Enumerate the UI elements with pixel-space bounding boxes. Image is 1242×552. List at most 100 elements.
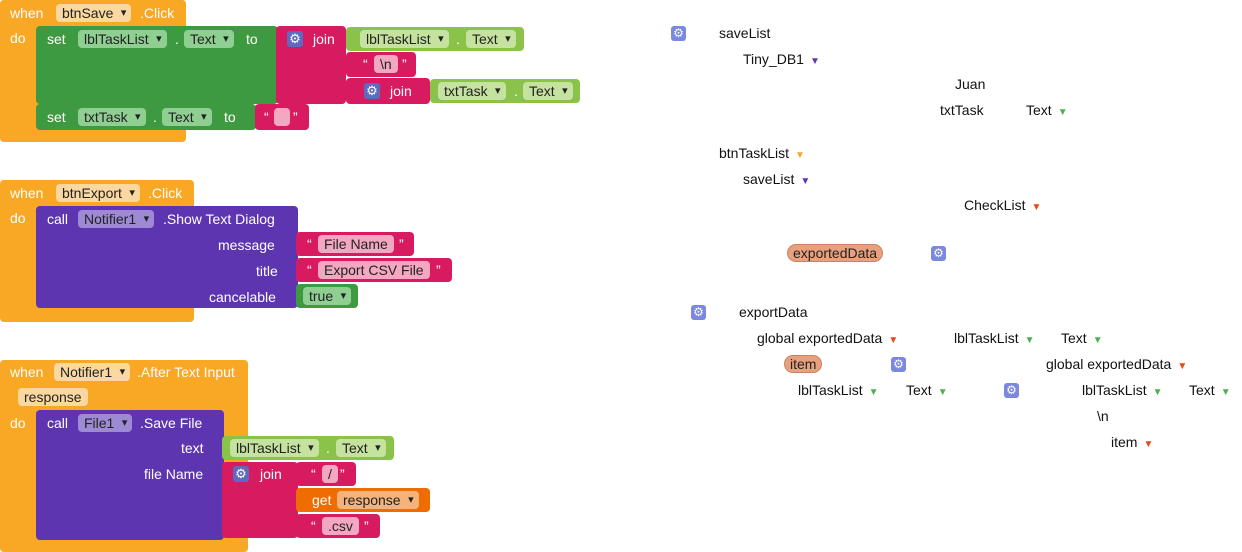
savelist-call-label: saveList▼ <box>743 171 811 187</box>
method-name: .Show Text Dialog <box>163 211 275 227</box>
dropdown-arrow-icon: ▼ <box>1143 439 1154 450</box>
property-dropdown-text-txttask[interactable]: Text <box>523 82 573 100</box>
parameter-response[interactable]: response <box>18 388 88 406</box>
global-exporteddata-label: global exportedData▼ <box>1046 356 1188 372</box>
close-quote: ” <box>402 56 407 72</box>
dropdown-arrow-icon: ▼ <box>1092 335 1103 346</box>
text-value-newline[interactable]: \n <box>374 55 398 73</box>
dropdown-arrow-icon: ▼ <box>1220 387 1231 398</box>
do-keyword: do <box>10 30 26 46</box>
dropdown-arrow-icon: ▼ <box>868 387 879 398</box>
join-keyword: join <box>390 83 412 99</box>
procedure-name-savelist: saveList <box>719 25 771 41</box>
close-quote: ” <box>364 518 369 534</box>
variable-dropdown-response[interactable]: response <box>337 491 419 509</box>
text-label: text <box>181 440 204 456</box>
property-dropdown-text-savefile[interactable]: Text <box>336 439 386 457</box>
dropdown-arrow-icon: ▼ <box>1024 335 1035 346</box>
dropdown-arrow-icon: ▼ <box>1152 387 1163 398</box>
dot: . <box>153 109 157 125</box>
text-value-exportcsv[interactable]: Export CSV File <box>318 261 430 279</box>
tinydb-label: Tiny_DB1▼ <box>743 51 820 67</box>
gear-icon[interactable]: ⚙ <box>931 246 946 261</box>
dropdown-arrow-icon: ▼ <box>1177 361 1188 372</box>
gear-icon[interactable]: ⚙ <box>891 357 906 372</box>
dot: . <box>514 83 518 99</box>
text-value-empty[interactable] <box>274 108 290 126</box>
btntasklist-label: btnTaskList▼ <box>719 145 805 161</box>
set-keyword: set <box>47 31 66 47</box>
lbltasklist-label: lblTaskList▼ <box>1082 382 1163 398</box>
join-keyword: join <box>260 466 282 482</box>
component-dropdown-file1[interactable]: File1 <box>78 414 133 432</box>
item-label: item▼ <box>1111 434 1154 450</box>
variable-pill-exporteddata[interactable]: exportedData <box>787 244 884 262</box>
text-value-filename[interactable]: File Name <box>318 235 394 253</box>
close-quote: ” <box>436 262 441 278</box>
open-quote: “ <box>307 262 312 278</box>
cancelable-label: cancelable <box>209 289 276 305</box>
to-keyword: to <box>246 31 258 47</box>
close-quote: ” <box>293 109 298 125</box>
join-keyword: join <box>313 31 335 47</box>
property-dropdown-text[interactable]: Text <box>184 30 234 48</box>
dropdown-arrow-icon: ▼ <box>1031 202 1042 213</box>
set-keyword: set <box>47 109 66 125</box>
text-prop-label: Text▼ <box>1026 102 1068 118</box>
join-block-inner[interactable] <box>346 78 430 104</box>
when-keyword: when <box>10 5 44 21</box>
gear-icon[interactable]: ⚙ <box>691 305 706 320</box>
component-dropdown-notifier1-event[interactable]: Notifier1 <box>54 363 131 381</box>
property-dropdown-text-get[interactable]: Text <box>466 30 516 48</box>
text-juan: Juan <box>955 76 986 92</box>
text-prop-label: Text▼ <box>1061 330 1103 346</box>
gear-icon[interactable]: ⚙ <box>364 83 380 99</box>
lbltasklist-label: lblTaskList▼ <box>954 330 1035 346</box>
component-dropdown-lbltasklist[interactable]: lblTaskList <box>78 30 167 48</box>
call-block-file-savefile[interactable] <box>36 410 224 540</box>
event-name: .Click <box>140 5 175 21</box>
dropdown-arrow-icon: ▼ <box>809 56 820 67</box>
text-value-slash[interactable]: / <box>322 465 338 483</box>
boolean-dropdown-true[interactable]: true <box>303 287 352 305</box>
method-name: .Save File <box>140 415 203 431</box>
gear-icon[interactable]: ⚙ <box>233 466 249 482</box>
dropdown-arrow-icon: ▼ <box>795 150 805 161</box>
component-dropdown-lbltasklist-savefile[interactable]: lblTaskList <box>230 439 319 457</box>
component-dropdown-notifier1[interactable]: Notifier1 <box>78 210 155 228</box>
call-keyword: call <box>47 415 69 431</box>
dropdown-arrow-icon: ▼ <box>888 335 899 346</box>
to-keyword: to <box>224 109 236 125</box>
component-dropdown-txttask[interactable]: txtTask <box>438 82 506 100</box>
text-newline-label: \n <box>1097 408 1109 424</box>
do-keyword: do <box>10 210 26 226</box>
component-dropdown-lbltasklist-get[interactable]: lblTaskList <box>360 30 449 48</box>
global-exporteddata-label: global exportedData▼ <box>757 330 899 346</box>
text-prop-label: Text▼ <box>1189 382 1231 398</box>
call-keyword: call <box>47 211 69 227</box>
property-dropdown-text-set[interactable]: Text <box>162 108 212 126</box>
variable-pill-item[interactable]: item <box>784 355 823 373</box>
get-keyword: get <box>312 492 332 508</box>
event-name: .Click <box>148 185 183 201</box>
dropdown-arrow-icon: ▼ <box>800 176 811 187</box>
gear-icon[interactable]: ⚙ <box>671 26 686 41</box>
when-keyword: when <box>10 185 44 201</box>
gear-icon[interactable]: ⚙ <box>287 31 303 47</box>
do-keyword: do <box>10 415 26 431</box>
close-quote: ” <box>399 236 404 252</box>
component-dropdown-txttask-set[interactable]: txtTask <box>78 108 146 126</box>
component-dropdown-btnsave[interactable]: btnSave <box>56 4 132 22</box>
checklist-label: CheckList▼ <box>964 197 1042 213</box>
text-value-csv[interactable]: .csv <box>322 517 359 535</box>
title-label: title <box>256 263 278 279</box>
open-quote: “ <box>363 56 368 72</box>
dot: . <box>175 31 179 47</box>
set-block-txttask-text[interactable] <box>36 104 256 130</box>
component-dropdown-btnexport[interactable]: btnExport <box>56 184 140 202</box>
dot: . <box>326 440 330 456</box>
gear-icon[interactable]: ⚙ <box>1004 383 1019 398</box>
open-quote: “ <box>307 236 312 252</box>
text-prop-label: Text▼ <box>906 382 948 398</box>
event-name: .After Text Input <box>137 364 235 380</box>
